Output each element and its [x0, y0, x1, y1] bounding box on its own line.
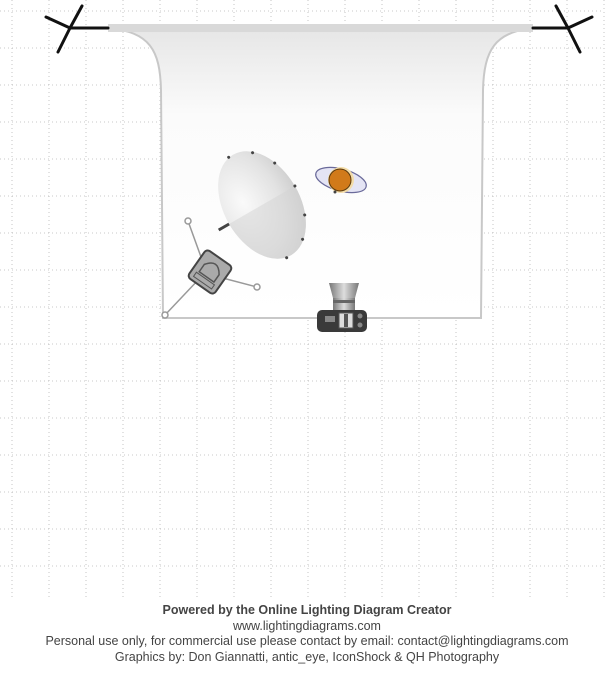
umbrella-light[interactable] [189, 134, 326, 282]
lighting-diagram-canvas [0, 0, 605, 600]
strobe-head[interactable] [187, 249, 233, 295]
backdrop-stand-right[interactable] [531, 4, 594, 54]
subject[interactable] [313, 163, 369, 198]
website-link[interactable]: www.lightingdiagrams.com [233, 618, 381, 633]
backdrop-stand-left[interactable] [44, 4, 110, 54]
credits-text: Graphics by: Don Giannatti, antic_eye, I… [114, 649, 500, 664]
footer: Powered by the Online Lighting Diagram C… [0, 603, 614, 665]
powered-by-text: Powered by the Online Lighting Diagram C… [162, 603, 452, 617]
license-text: Personal use only, for commercial use pl… [45, 634, 569, 648]
camera[interactable] [317, 283, 367, 332]
